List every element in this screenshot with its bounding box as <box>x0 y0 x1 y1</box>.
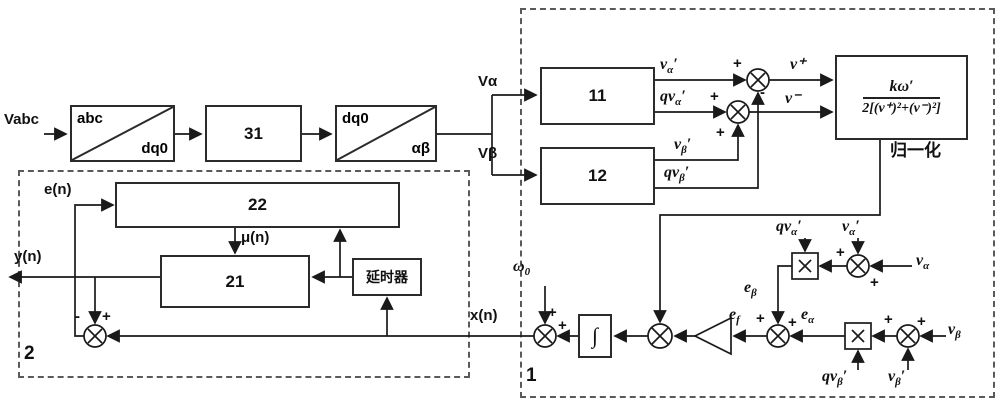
label-e-f: ef <box>729 306 740 327</box>
label-v-minus: ν⁻ <box>785 90 801 107</box>
sign-minus-vplus-bottom: - <box>760 84 765 101</box>
region-2-label: 2 <box>24 343 35 364</box>
sign-plus-ef-right: + <box>788 314 797 331</box>
multiplier-junction-normalize <box>647 323 673 349</box>
label-e-n: e(n) <box>44 181 72 198</box>
label-q-nu-beta-prime: qνβ′ <box>664 164 690 185</box>
label-nu-alpha: να <box>916 252 930 273</box>
sign-minus-error-left: - <box>75 308 80 325</box>
sign-plus-ef-left: + <box>756 310 765 327</box>
block-21: 21 <box>160 255 310 308</box>
sign-plus-omega0-right: + <box>558 317 567 334</box>
block-22: 22 <box>115 182 400 228</box>
gain-triangle <box>693 316 732 356</box>
sign-plus-ealpha-top: + <box>884 311 893 328</box>
sum-junction-ebeta <box>846 254 870 278</box>
sign-plus-vminus-left: + <box>710 88 719 105</box>
block-abc-dq0: abc dq0 <box>70 105 175 162</box>
block-12: 12 <box>540 147 655 205</box>
sign-plus-error-right: + <box>102 308 111 325</box>
block-dq0-alphabeta-bottom-label: αβ <box>411 140 430 157</box>
sign-plus-ebeta-top: + <box>836 244 845 261</box>
normalizer-denominator: 2[(ν⁺)²+(ν⁻)²] <box>862 101 941 116</box>
block-dq0-alphabeta: dq0 αβ <box>335 105 437 162</box>
block-dq0-alphabeta-top-label: dq0 <box>342 110 369 127</box>
block-31: 31 <box>205 105 302 162</box>
label-x-n: x(n) <box>470 307 498 324</box>
sign-plus-vminus-bottom: + <box>716 124 725 141</box>
label-y-n: y(n) <box>14 248 42 265</box>
label-v-plus: ν⁺ <box>790 56 806 73</box>
label-nu-beta-prime-2: νβ′ <box>888 368 906 389</box>
label-e-beta: eβ <box>744 279 757 300</box>
label-valpha: Vα <box>478 73 498 90</box>
multiplier-box-ealpha <box>844 322 872 350</box>
dashed-region-1 <box>520 8 995 398</box>
label-vbeta: Vβ <box>478 145 498 162</box>
block-integrator: ∫ <box>578 314 612 358</box>
block-abc-dq0-bottom-label: dq0 <box>141 140 168 157</box>
label-nu-beta: νβ <box>948 321 961 342</box>
label-q-nu-alpha-prime: qνα′ <box>660 88 686 109</box>
label-nu-alpha-prime-2: να′ <box>842 218 860 239</box>
label-e-alpha: eα <box>801 306 815 327</box>
sum-junction-vplus <box>746 68 770 92</box>
sign-plus-vplus-left: + <box>733 55 742 72</box>
sign-plus-ealpha-right: + <box>917 313 926 330</box>
block-11: 11 <box>540 67 655 125</box>
region-1-label: 1 <box>526 365 537 386</box>
label-vabc: Vabc <box>4 111 40 128</box>
block-abc-dq0-top-label: abc <box>77 110 103 127</box>
label-nu-beta-prime: νβ′ <box>674 136 692 157</box>
sign-plus-omega0-top: + <box>548 304 557 321</box>
sum-junction-vminus <box>726 100 750 124</box>
sum-junction-omega0 <box>533 324 557 348</box>
label-q-nu-alpha-prime-2: qνα′ <box>776 218 802 239</box>
normalizer-numerator: kω′ <box>863 78 940 99</box>
multiplier-box-ebeta <box>791 252 819 280</box>
sum-junction-ealpha <box>896 324 920 348</box>
sum-junction-error <box>83 324 107 348</box>
label-omega0: ω0 <box>513 258 531 279</box>
label-mu-n: μ(n) <box>241 229 270 246</box>
block-delay: 延时器 <box>352 258 422 296</box>
label-q-nu-beta-prime-2: qνβ′ <box>822 368 848 389</box>
connector-wires <box>8 73 946 370</box>
label-nu-alpha-prime: να′ <box>660 56 678 77</box>
block-normalizer: kω′ 2[(ν⁺)²+(ν⁻)²] <box>835 55 968 140</box>
sum-junction-ef <box>766 324 790 348</box>
sign-plus-ebeta-right: + <box>870 274 879 291</box>
normalizer-caption: 归一化 <box>890 141 941 160</box>
